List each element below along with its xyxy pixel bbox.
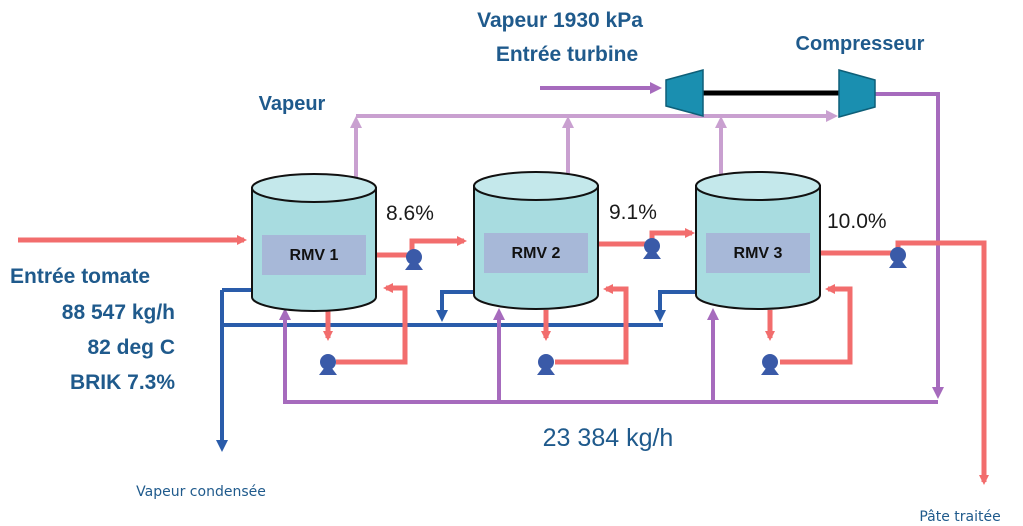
compressor-label: Compresseur	[796, 33, 925, 55]
tank-label: RMV 2	[512, 245, 561, 262]
recirc-flow-label: 23 384 kg/h	[543, 424, 674, 452]
inlet-brix-label: BRIK 7.3%	[70, 371, 175, 394]
recirc-bottom-header	[279, 308, 938, 404]
condensate-from-rmv2	[436, 290, 478, 322]
steam-supply-line1: Vapeur 1930 kPa	[477, 9, 643, 32]
condensate-label: Vapeur condensée	[136, 484, 266, 500]
pump-icon	[643, 238, 661, 259]
rmv1-outlet-pct: 8.6%	[386, 202, 434, 225]
transfer-rmv1-rmv2	[375, 236, 467, 258]
tank-rmv1: RMV 1	[251, 173, 377, 312]
compressor-group	[665, 69, 876, 118]
pump-icon	[319, 354, 337, 375]
product-label: Pâte traitée	[919, 509, 1000, 525]
inlet-temp-label: 82 deg C	[87, 336, 175, 359]
loop-rmv2-return	[555, 284, 629, 365]
turbine-icon	[665, 69, 704, 117]
tank-label-box	[262, 235, 366, 275]
compressor-discharge	[875, 92, 944, 399]
steam-supply-line2: Entrée turbine	[496, 43, 638, 66]
vapor-label: Vapeur	[259, 93, 326, 115]
product-outlet	[820, 240, 989, 485]
tank-label-box	[706, 233, 810, 273]
condensate-from-rmv3	[654, 290, 697, 322]
tank-label: RMV 3	[734, 245, 783, 262]
rmv2-outlet-pct: 9.1%	[609, 201, 657, 224]
pump-icon	[889, 247, 907, 268]
inlet-flow-label: 88 547 kg/h	[62, 301, 175, 324]
tank-rmv3: RMV 3	[695, 171, 821, 310]
pumps	[319, 238, 907, 375]
pump-icon	[761, 354, 779, 375]
pump-icon	[405, 249, 423, 270]
loop-rmv3-return	[780, 284, 853, 365]
vapor-lines	[350, 110, 838, 186]
tank-label: RMV 1	[290, 247, 339, 264]
tank-label-box	[484, 233, 588, 273]
recirc-lines	[279, 82, 944, 404]
tomato-inlet-label: Entrée tomate	[10, 265, 150, 288]
tank-rmv2: RMV 2	[473, 171, 599, 310]
compressor-icon	[838, 69, 876, 118]
condensate-lines	[216, 288, 697, 452]
loop-rmv1-return	[336, 283, 408, 365]
pump-icon	[537, 354, 555, 375]
rmv3-outlet-pct: 10.0%	[827, 210, 887, 233]
